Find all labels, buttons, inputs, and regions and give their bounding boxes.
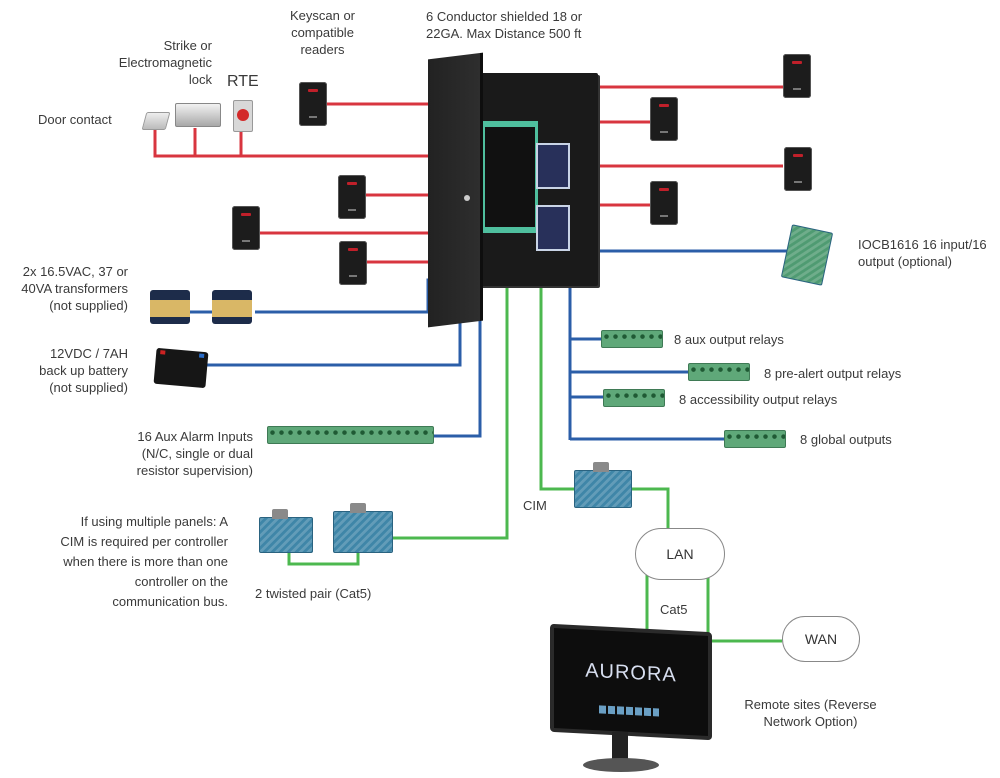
- cat5-label: Cat5: [660, 602, 688, 617]
- rte-label: RTE: [227, 73, 259, 90]
- transformers-label: 2x 16.5VAC, 37 or 40VA transformers (not…: [10, 263, 128, 314]
- cim-board-icon: [333, 503, 393, 553]
- card-reader-icon: [232, 206, 260, 250]
- monitor-stand: [612, 732, 628, 762]
- monitor-screen-brand: AURORA: [585, 659, 677, 687]
- cim-board-icon: [259, 509, 313, 553]
- aux-alarm-input-terminal: [267, 426, 434, 444]
- remote-sites-line: Remote sites (Reverse: [744, 697, 877, 712]
- aux-input-wire: [432, 300, 482, 438]
- rte-button-icon: [233, 100, 253, 132]
- multiple-panels-line: If using multiple panels: A: [80, 514, 228, 529]
- aux-alarm-label-line: (N/C, single or dual: [141, 446, 253, 461]
- transformers-label-line: 2x 16.5VAC, 37 or: [22, 264, 128, 279]
- monitor-base: [583, 758, 659, 772]
- lock-label: Strike or Electromagnetic lock: [100, 37, 212, 88]
- transformers-label-line: 40VA transformers: [21, 281, 128, 296]
- door-contact-icon: [141, 112, 171, 130]
- cable-spec-label: 6 Conductor shielded 18 or 22GA. Max Dis…: [426, 8, 646, 42]
- readers-label: Keyscan or compatible readers: [285, 7, 360, 58]
- wan-cloud: WAN: [782, 616, 860, 662]
- aux-alarm-label-line: resistor supervision): [136, 463, 253, 478]
- card-reader-icon: [650, 181, 678, 225]
- lan-cloud: LAN: [635, 528, 725, 580]
- transformer-icon: [150, 290, 190, 324]
- relay-board-2: [536, 205, 570, 251]
- lock-label-line: Electromagnetic: [118, 55, 212, 70]
- card-reader-icon: [784, 147, 812, 191]
- iocb-label-line: output (optional): [858, 254, 952, 269]
- door-contact-label: Door contact: [38, 112, 112, 127]
- battery-label-line: back up battery: [39, 363, 128, 378]
- cable-spec-line: 6 Conductor shielded 18 or: [426, 9, 583, 24]
- pre-alert-label: 8 pre-alert output relays: [764, 366, 902, 381]
- cim-lan-wire: [626, 487, 670, 530]
- accessibility-relay-terminal: [603, 389, 665, 407]
- iocb-label: IOCB1616 16 input/16 output (optional): [858, 236, 998, 270]
- cim-label: CIM: [523, 498, 547, 513]
- control-panel-enclosure: [478, 73, 598, 286]
- aux-alarm-label-line: 16 Aux Alarm Inputs: [137, 429, 253, 444]
- battery-label: 12VDC / 7AH back up battery (not supplie…: [10, 345, 128, 396]
- multiple-panels-line: CIM is required per controller: [60, 534, 228, 549]
- panel-cim-wire: [539, 285, 575, 491]
- multiple-panels-label: If using multiple panels: A CIM is requi…: [20, 512, 228, 612]
- aux-alarm-label: 16 Aux Alarm Inputs (N/C, single or dual…: [80, 428, 253, 479]
- readers-label-line: Keyscan or: [289, 8, 356, 23]
- card-reader-icon: [338, 175, 366, 219]
- monitor-app-icons: [599, 705, 659, 717]
- card-reader-icon: [783, 54, 811, 98]
- battery-label-line: 12VDC / 7AH: [49, 346, 128, 361]
- multiple-panels-line: communication bus.: [112, 594, 228, 609]
- readers-label-line: compatible: [291, 25, 354, 40]
- battery-label-line: (not supplied): [49, 380, 128, 395]
- multiple-panels-line: controller on the: [134, 574, 228, 589]
- relay-board-1: [536, 143, 570, 189]
- panel-lock-icon: [464, 195, 470, 201]
- remote-sites-line: Network Option): [763, 714, 858, 729]
- cim-board-icon: [574, 462, 632, 508]
- remote-sites-label: Remote sites (Reverse Network Option): [728, 696, 893, 730]
- transformers-label-line: (not supplied): [49, 298, 128, 313]
- door-device-bus-wire: [153, 128, 430, 158]
- reader-wires: [153, 85, 783, 264]
- card-reader-icon: [339, 241, 367, 285]
- global-output-terminal: [724, 430, 786, 448]
- main-circuit-board: [482, 121, 538, 233]
- transformer-icon: [212, 290, 252, 324]
- lock-label-line: Strike or: [163, 38, 212, 53]
- pre-alert-relay-terminal: [688, 363, 750, 381]
- cim-bus-wire: [392, 285, 509, 540]
- cable-spec-line: 22GA. Max Distance 500 ft: [426, 26, 582, 41]
- panel-door: [428, 52, 483, 328]
- electromagnetic-lock-icon: [175, 103, 221, 127]
- multiple-panels-line: when there is more than one: [63, 554, 228, 569]
- battery-icon: [153, 347, 209, 389]
- readers-label-line: readers: [300, 42, 345, 57]
- card-reader-icon: [299, 82, 327, 126]
- global-outputs-label: 8 global outputs: [800, 432, 892, 447]
- lan-wan-wire: [706, 575, 782, 643]
- aux-output-relay-terminal: [601, 330, 663, 348]
- accessibility-label: 8 accessibility output relays: [679, 392, 838, 407]
- twisted-pair-label: 2 twisted pair (Cat5): [255, 586, 372, 601]
- card-reader-icon: [650, 97, 678, 141]
- lock-label-line: lock: [188, 72, 212, 87]
- iocb-label-line: IOCB1616 16 input/16: [858, 237, 987, 252]
- monitor-icon: AURORA: [550, 623, 712, 741]
- aux-output-label: 8 aux output relays: [674, 332, 784, 347]
